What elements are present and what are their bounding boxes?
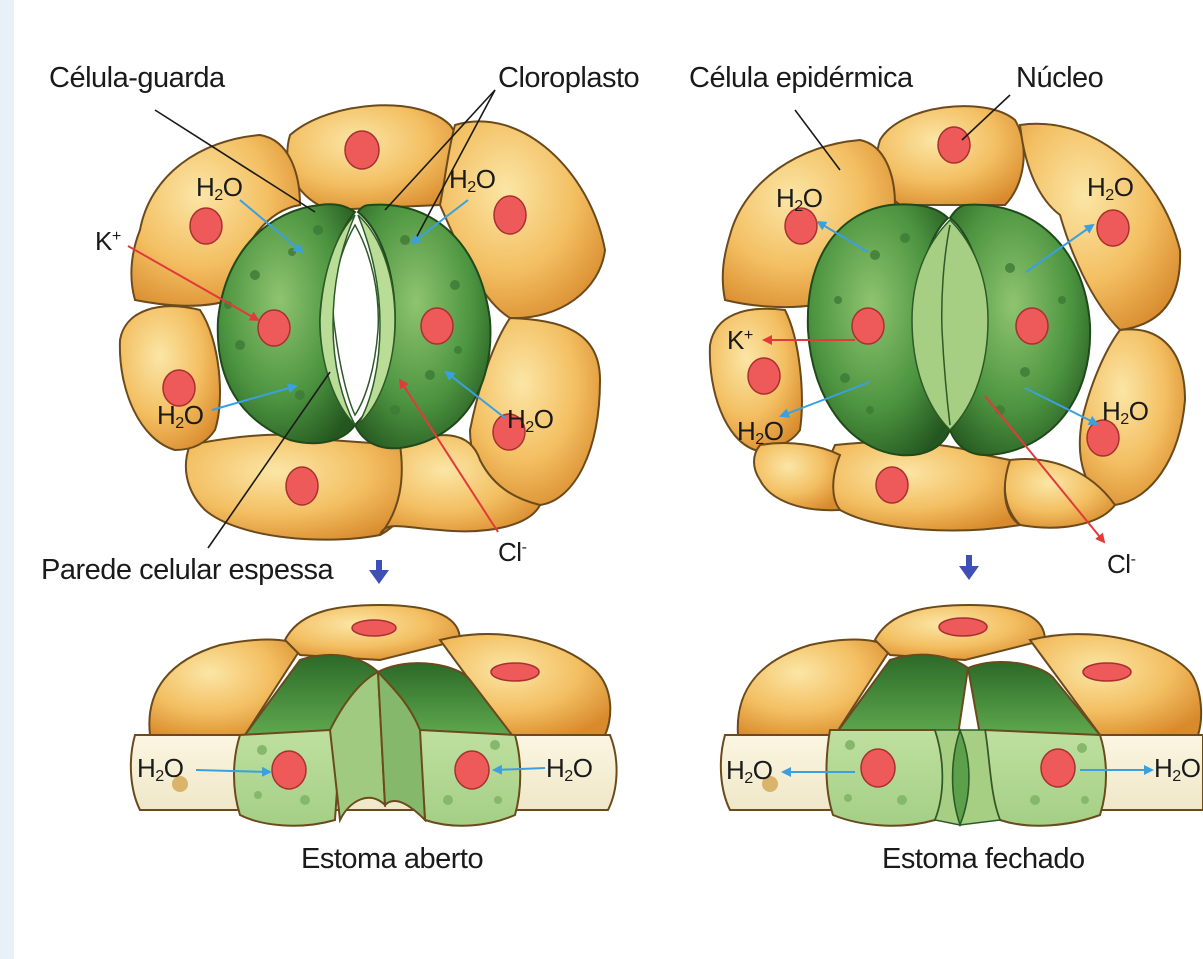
closed-stoma-section [721,605,1203,826]
label-water: H2O [1154,753,1200,786]
nucleus [876,467,908,503]
nucleus [286,467,318,505]
label-epidermal-cell: Célula epidérmica [689,62,913,95]
label-chloride: Cl- [1107,549,1135,580]
nucleus [748,358,780,394]
label-water: H2O [776,183,822,216]
page-edge [0,0,14,959]
label-water: H2O [1087,172,1133,205]
label-water: H2O [507,404,553,437]
nucleus [1016,308,1048,344]
label-water: H2O [726,755,772,788]
nucleus [352,620,396,636]
epidermal-cell [754,443,840,510]
down-arrow-icon [959,555,979,580]
label-chloroplast: Cloroplasto [498,62,639,95]
nucleus [1083,663,1131,681]
caption-open-stoma: Estoma aberto [301,843,483,876]
nucleus [455,751,489,789]
label-potassium: K+ [95,226,121,257]
nucleus [938,127,970,163]
nucleus [491,663,539,681]
nucleus [852,308,884,344]
label-water: H2O [737,416,783,449]
closed-stoma-top-view [710,106,1185,530]
label-chloride: Cl- [498,537,526,568]
label-potassium: K+ [727,325,753,356]
caption-closed-stoma: Estoma fechado [882,843,1085,876]
label-water: H2O [1102,396,1148,429]
nucleus [1097,210,1129,246]
nucleus [272,751,306,789]
nucleus [861,749,895,787]
nucleus [190,208,222,244]
nucleus [1041,749,1075,787]
label-water: H2O [546,753,592,786]
open-stoma-section [131,605,617,826]
label-water: H2O [157,400,203,433]
label-water: H2O [196,172,242,205]
label-guard-cell: Célula-guarda [49,62,225,95]
label-nucleus: Núcleo [1016,62,1103,95]
label-water: H2O [137,753,183,786]
label-water: H2O [449,164,495,197]
nucleus [939,618,987,636]
down-arrow-icon [369,560,389,584]
nucleus [421,308,453,344]
open-stoma-top-view [120,105,605,539]
nucleus [258,310,290,346]
label-thick-wall: Parede celular espessa [41,554,333,587]
nucleus [494,196,526,234]
nucleus [345,131,379,169]
transition-arrows [369,555,979,584]
